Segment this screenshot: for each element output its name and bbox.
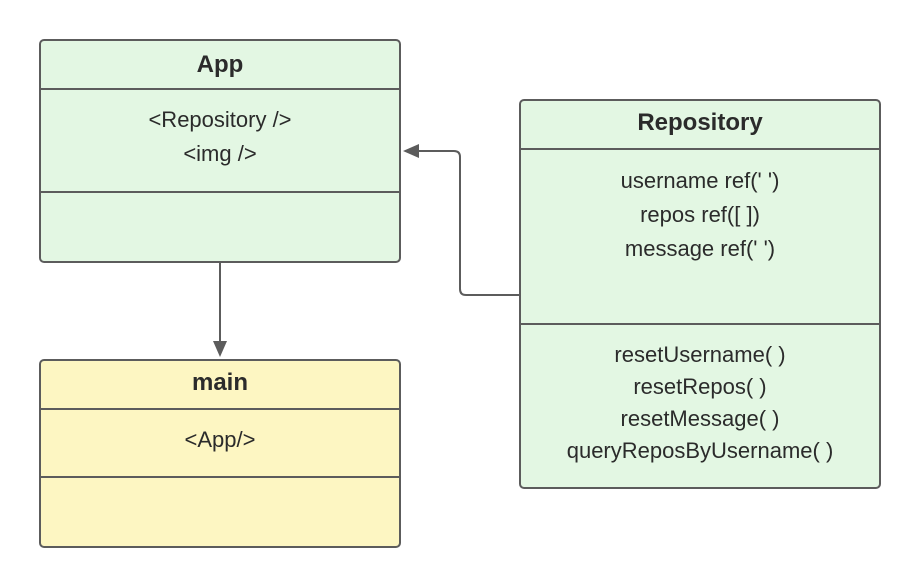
class-divider xyxy=(41,476,399,478)
class-methods-app xyxy=(41,193,399,261)
method-line: queryReposByUsername( ) xyxy=(566,438,834,463)
class-box-main[interactable]: main <App/> xyxy=(39,359,401,548)
class-divider xyxy=(41,408,399,410)
attribute-line: repos ref([ ]) xyxy=(640,202,760,227)
class-attributes-repository: username ref(' ') repos ref([ ]) message… xyxy=(521,164,879,266)
attribute-line: message ref(' ') xyxy=(624,236,776,261)
class-methods-main xyxy=(41,478,399,546)
class-divider xyxy=(521,323,879,325)
class-divider xyxy=(41,191,399,193)
arrowhead-icon xyxy=(403,144,419,158)
attribute-line: <img /> xyxy=(183,141,257,166)
class-box-app[interactable]: App <Repository /> <img /> xyxy=(39,39,401,263)
connector-repository-to-app[interactable] xyxy=(403,144,519,296)
class-methods-repository: resetUsername( ) resetRepos( ) resetMess… xyxy=(521,339,879,467)
attribute-line: <Repository /> xyxy=(148,107,292,132)
connector-app-to-main[interactable] xyxy=(213,263,227,357)
method-line: resetUsername( ) xyxy=(614,342,786,367)
class-box-repository[interactable]: Repository username ref(' ') repos ref([… xyxy=(519,99,881,489)
attribute-line: username ref(' ') xyxy=(620,168,780,193)
class-title-main: main xyxy=(191,369,248,396)
class-title-repository: Repository xyxy=(637,109,763,136)
arrowhead-icon xyxy=(213,341,227,357)
attribute-line: <App/> xyxy=(184,427,256,452)
class-attributes-main: <App/> xyxy=(41,423,399,457)
class-attributes-app: <Repository /> <img /> xyxy=(41,103,399,171)
method-line: resetRepos( ) xyxy=(633,374,767,399)
class-title-app: App xyxy=(196,51,244,78)
method-line: resetMessage( ) xyxy=(620,406,780,431)
class-divider xyxy=(521,148,879,150)
class-divider xyxy=(41,88,399,90)
